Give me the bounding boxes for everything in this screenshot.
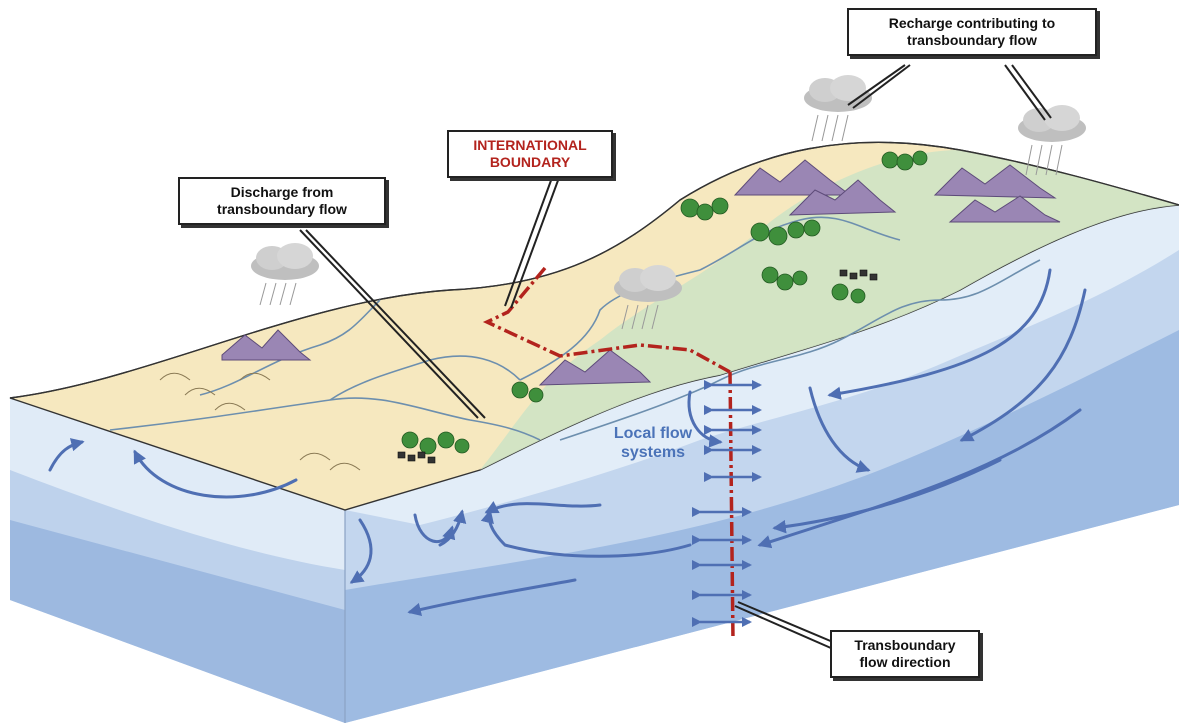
recharge-callout: Recharge contributing to transboundary f… bbox=[847, 8, 1097, 56]
recharge-callout-line2: transboundary flow bbox=[857, 32, 1087, 49]
local-flow-line2: systems bbox=[598, 443, 708, 462]
transboundary-direction-callout: Transboundary flow direction bbox=[830, 630, 980, 678]
recharge-callout-line1: Recharge contributing to bbox=[857, 15, 1087, 32]
local-flow-systems-label: Local flow systems bbox=[598, 424, 708, 462]
discharge-callout-line2: transboundary flow bbox=[188, 201, 376, 218]
local-flow-line1: Local flow bbox=[598, 424, 708, 443]
cloud-upper-middle bbox=[804, 75, 872, 141]
cloud-upper-right bbox=[1018, 105, 1086, 175]
international-boundary-callout-line2: BOUNDARY bbox=[457, 154, 603, 171]
discharge-callout: Discharge from transboundary flow bbox=[178, 177, 386, 225]
cloud-left bbox=[251, 243, 319, 305]
discharge-callout-line1: Discharge from bbox=[188, 184, 376, 201]
transboundary-direction-line1: Transboundary bbox=[840, 637, 970, 654]
transboundary-direction-line2: flow direction bbox=[840, 654, 970, 671]
international-boundary-callout-line1: INTERNATIONAL bbox=[457, 137, 603, 154]
international-boundary-callout: INTERNATIONAL BOUNDARY bbox=[447, 130, 613, 178]
